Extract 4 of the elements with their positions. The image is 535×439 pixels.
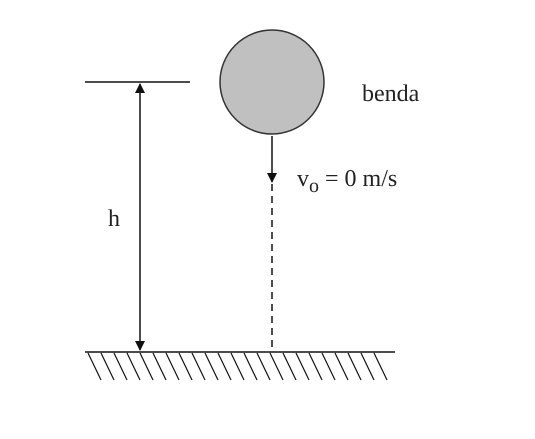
object-label: benda [362, 82, 420, 106]
height-label: h [108, 207, 120, 231]
ball [219, 29, 325, 135]
velocity-label: v$_{o}$ = 0 m/s [297, 167, 398, 196]
